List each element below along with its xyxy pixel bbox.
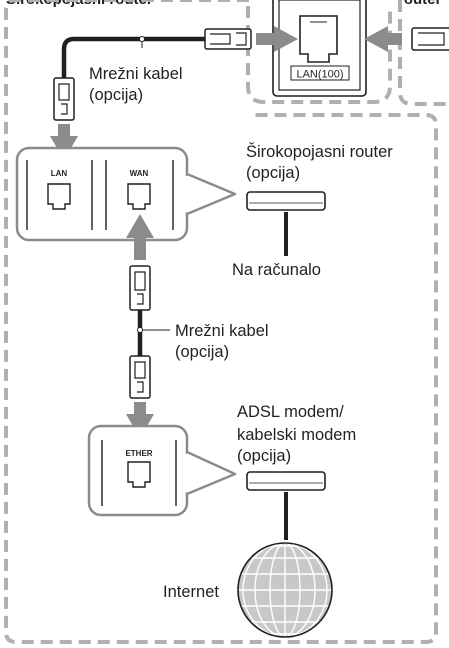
modem-label-line2: kabelski modem xyxy=(237,426,357,444)
internet-label: Internet xyxy=(163,583,219,601)
device-lan-panel: LAN(100) xyxy=(272,0,367,97)
rj45-connector-right xyxy=(411,27,449,51)
rj45-connector-mid-lower xyxy=(129,355,151,399)
wan-socket-icon xyxy=(127,183,151,210)
lan-port-icon xyxy=(299,15,338,63)
neighbor-area-dashed-border xyxy=(398,0,449,106)
cable-top-label-line1: Mrežni kabel xyxy=(89,65,183,83)
cable-top-label-line2: (opcija) xyxy=(89,86,144,104)
rj45-connector-top-vertical xyxy=(53,77,75,121)
header-left-title: Širokopojasni router xyxy=(6,0,153,9)
arrow-from-left xyxy=(256,26,298,52)
computer-label: Na računalo xyxy=(232,261,321,279)
modem-label-line3: (opcija) xyxy=(237,447,292,465)
rj45-connector-top-horizontal xyxy=(204,28,252,50)
modem-label-line1: ADSL modem/ xyxy=(237,403,344,421)
network-area-dashed-border xyxy=(4,0,438,644)
router-label-line2: (opcija) xyxy=(246,164,301,182)
cable-bottom-label-line2: (opcija) xyxy=(175,343,230,361)
port-label-lan: LAN xyxy=(51,169,68,178)
port-label-wan: WAN xyxy=(130,169,149,178)
broadband-router-device xyxy=(246,191,326,256)
modem-port-panel: ETHER xyxy=(87,424,237,517)
rj45-connector-mid-upper xyxy=(129,265,151,311)
lan-socket-icon xyxy=(47,183,71,210)
router-label-line1: Širokopojasni router xyxy=(246,143,393,161)
cable-bottom-label-line1: Mrežni kabel xyxy=(175,322,269,340)
router-port-panel: LAN WAN xyxy=(15,146,237,242)
ether-socket-icon xyxy=(127,461,151,488)
network-cable-top xyxy=(61,36,206,78)
header-right-title: router xyxy=(398,0,441,9)
globe-icon xyxy=(237,542,333,638)
arrow-from-right xyxy=(364,26,402,52)
arrow-up-to-wan xyxy=(126,214,154,260)
lan-port-label: LAN(100) xyxy=(296,69,343,81)
modem-device xyxy=(246,471,326,540)
port-label-ether: ETHER xyxy=(125,449,152,458)
